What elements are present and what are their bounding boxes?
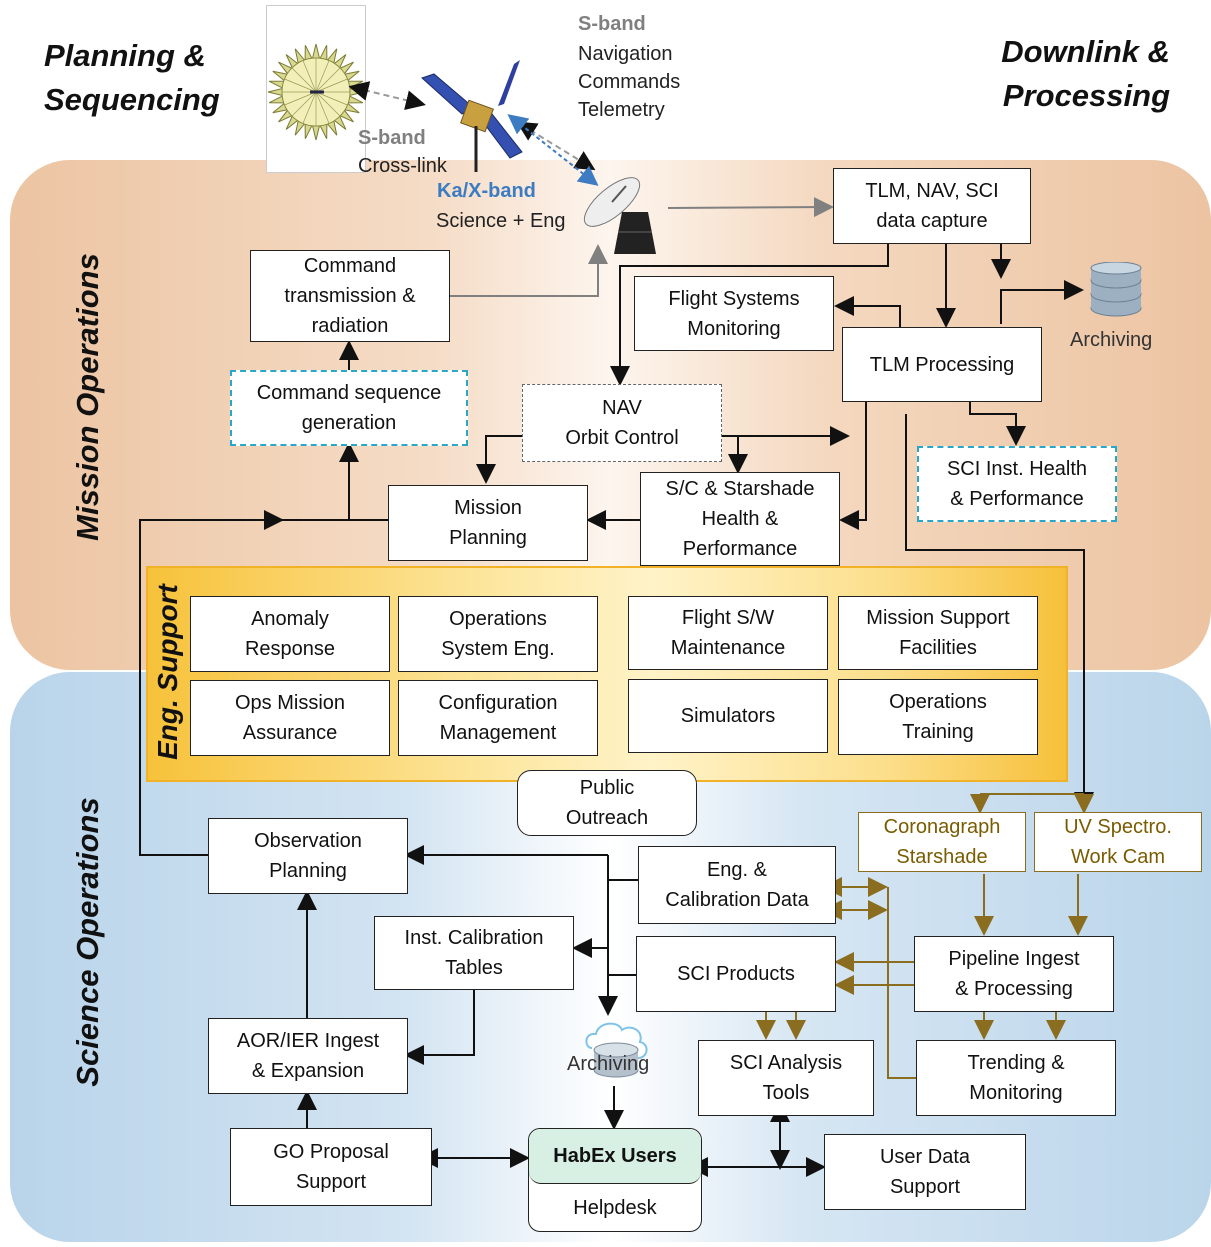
anomaly-response-box: Anomaly Response	[190, 596, 390, 672]
ground-antenna-icon	[583, 177, 656, 254]
mission-ops-heading: Mission Operations	[70, 253, 105, 541]
downlink-heading: Downlink & Processing	[1001, 34, 1170, 113]
helpdesk-label: Helpdesk	[573, 1196, 657, 1219]
command-transmission-box: Command transmission & radiation	[250, 250, 450, 342]
planning-heading: Planning & Sequencing	[44, 38, 220, 117]
configuration-management-box: Configuration Management	[398, 680, 598, 756]
eng-calibration-data-box: Eng. & Calibration Data	[638, 846, 836, 924]
inst-calibration-tables-box: Inst. Calibration Tables	[374, 916, 574, 990]
command-sequence-generation-box: Command sequence generation	[230, 370, 468, 446]
ka-band-label: Science + Eng	[436, 210, 566, 232]
crosslink-title: S-band	[358, 127, 426, 149]
starshade-image	[266, 5, 366, 173]
observation-planning-box: Observation Planning	[208, 818, 408, 894]
flight-sw-maintenance-box: Flight S/W Maintenance	[628, 596, 828, 670]
simulators-box: Simulators	[628, 679, 828, 753]
aor-ier-ingest-box: AOR/IER Ingest & Expansion	[208, 1018, 408, 1094]
mission-planning-box: Mission Planning	[388, 485, 588, 561]
operations-system-eng-box: Operations System Eng.	[398, 596, 598, 672]
ka-band-title: Ka/X-band	[437, 180, 536, 202]
trending-monitoring-box: Trending & Monitoring	[916, 1040, 1116, 1116]
archiving-bottom-label: Archiving	[567, 1053, 650, 1075]
nav-orbit-control-box: NAV Orbit Control	[522, 384, 722, 462]
sc-starshade-health-box: S/C & Starshade Health & Performance	[640, 472, 840, 566]
habex-users-container: HabEx Users Helpdesk	[528, 1128, 702, 1232]
tlm-data-capture-box: TLM, NAV, SCI data capture	[833, 168, 1031, 244]
go-proposal-support-box: GO Proposal Support	[230, 1128, 432, 1206]
habex-users-label: HabEx Users	[529, 1129, 701, 1184]
sband-nav-title: S-band	[578, 13, 646, 35]
sband-nav-lines: Navigation Commands Telemetry	[578, 43, 681, 121]
database-icon	[1090, 262, 1142, 317]
mission-support-facilities-box: Mission Support Facilities	[838, 596, 1038, 670]
flight-systems-monitoring-box: Flight Systems Monitoring	[634, 276, 834, 351]
public-outreach-box: Public Outreach	[517, 770, 697, 836]
archiving-top-label: Archiving	[1070, 329, 1153, 351]
crosslink-label: Cross-link	[358, 155, 447, 177]
ops-mission-assurance-box: Ops Mission Assurance	[190, 680, 390, 756]
user-data-support-box: User Data Support	[824, 1134, 1026, 1210]
sci-inst-health-box: SCI Inst. Health & Performance	[917, 446, 1117, 522]
coronagraph-starshade-box: Coronagraph Starshade	[858, 812, 1026, 872]
pipeline-ingest-box: Pipeline Ingest & Processing	[914, 936, 1114, 1012]
tlm-processing-box: TLM Processing	[842, 327, 1042, 402]
operations-training-box: Operations Training	[838, 679, 1038, 755]
sci-products-box: SCI Products	[636, 936, 836, 1012]
science-ops-heading: Science Operations	[70, 797, 105, 1087]
eng-support-heading: Eng. Support	[152, 584, 183, 760]
cloud-database-icon	[585, 1022, 648, 1078]
sci-analysis-tools-box: SCI Analysis Tools	[698, 1040, 874, 1116]
starshade-icon	[267, 43, 365, 141]
uv-spectro-box: UV Spectro. Work Cam	[1034, 812, 1202, 872]
